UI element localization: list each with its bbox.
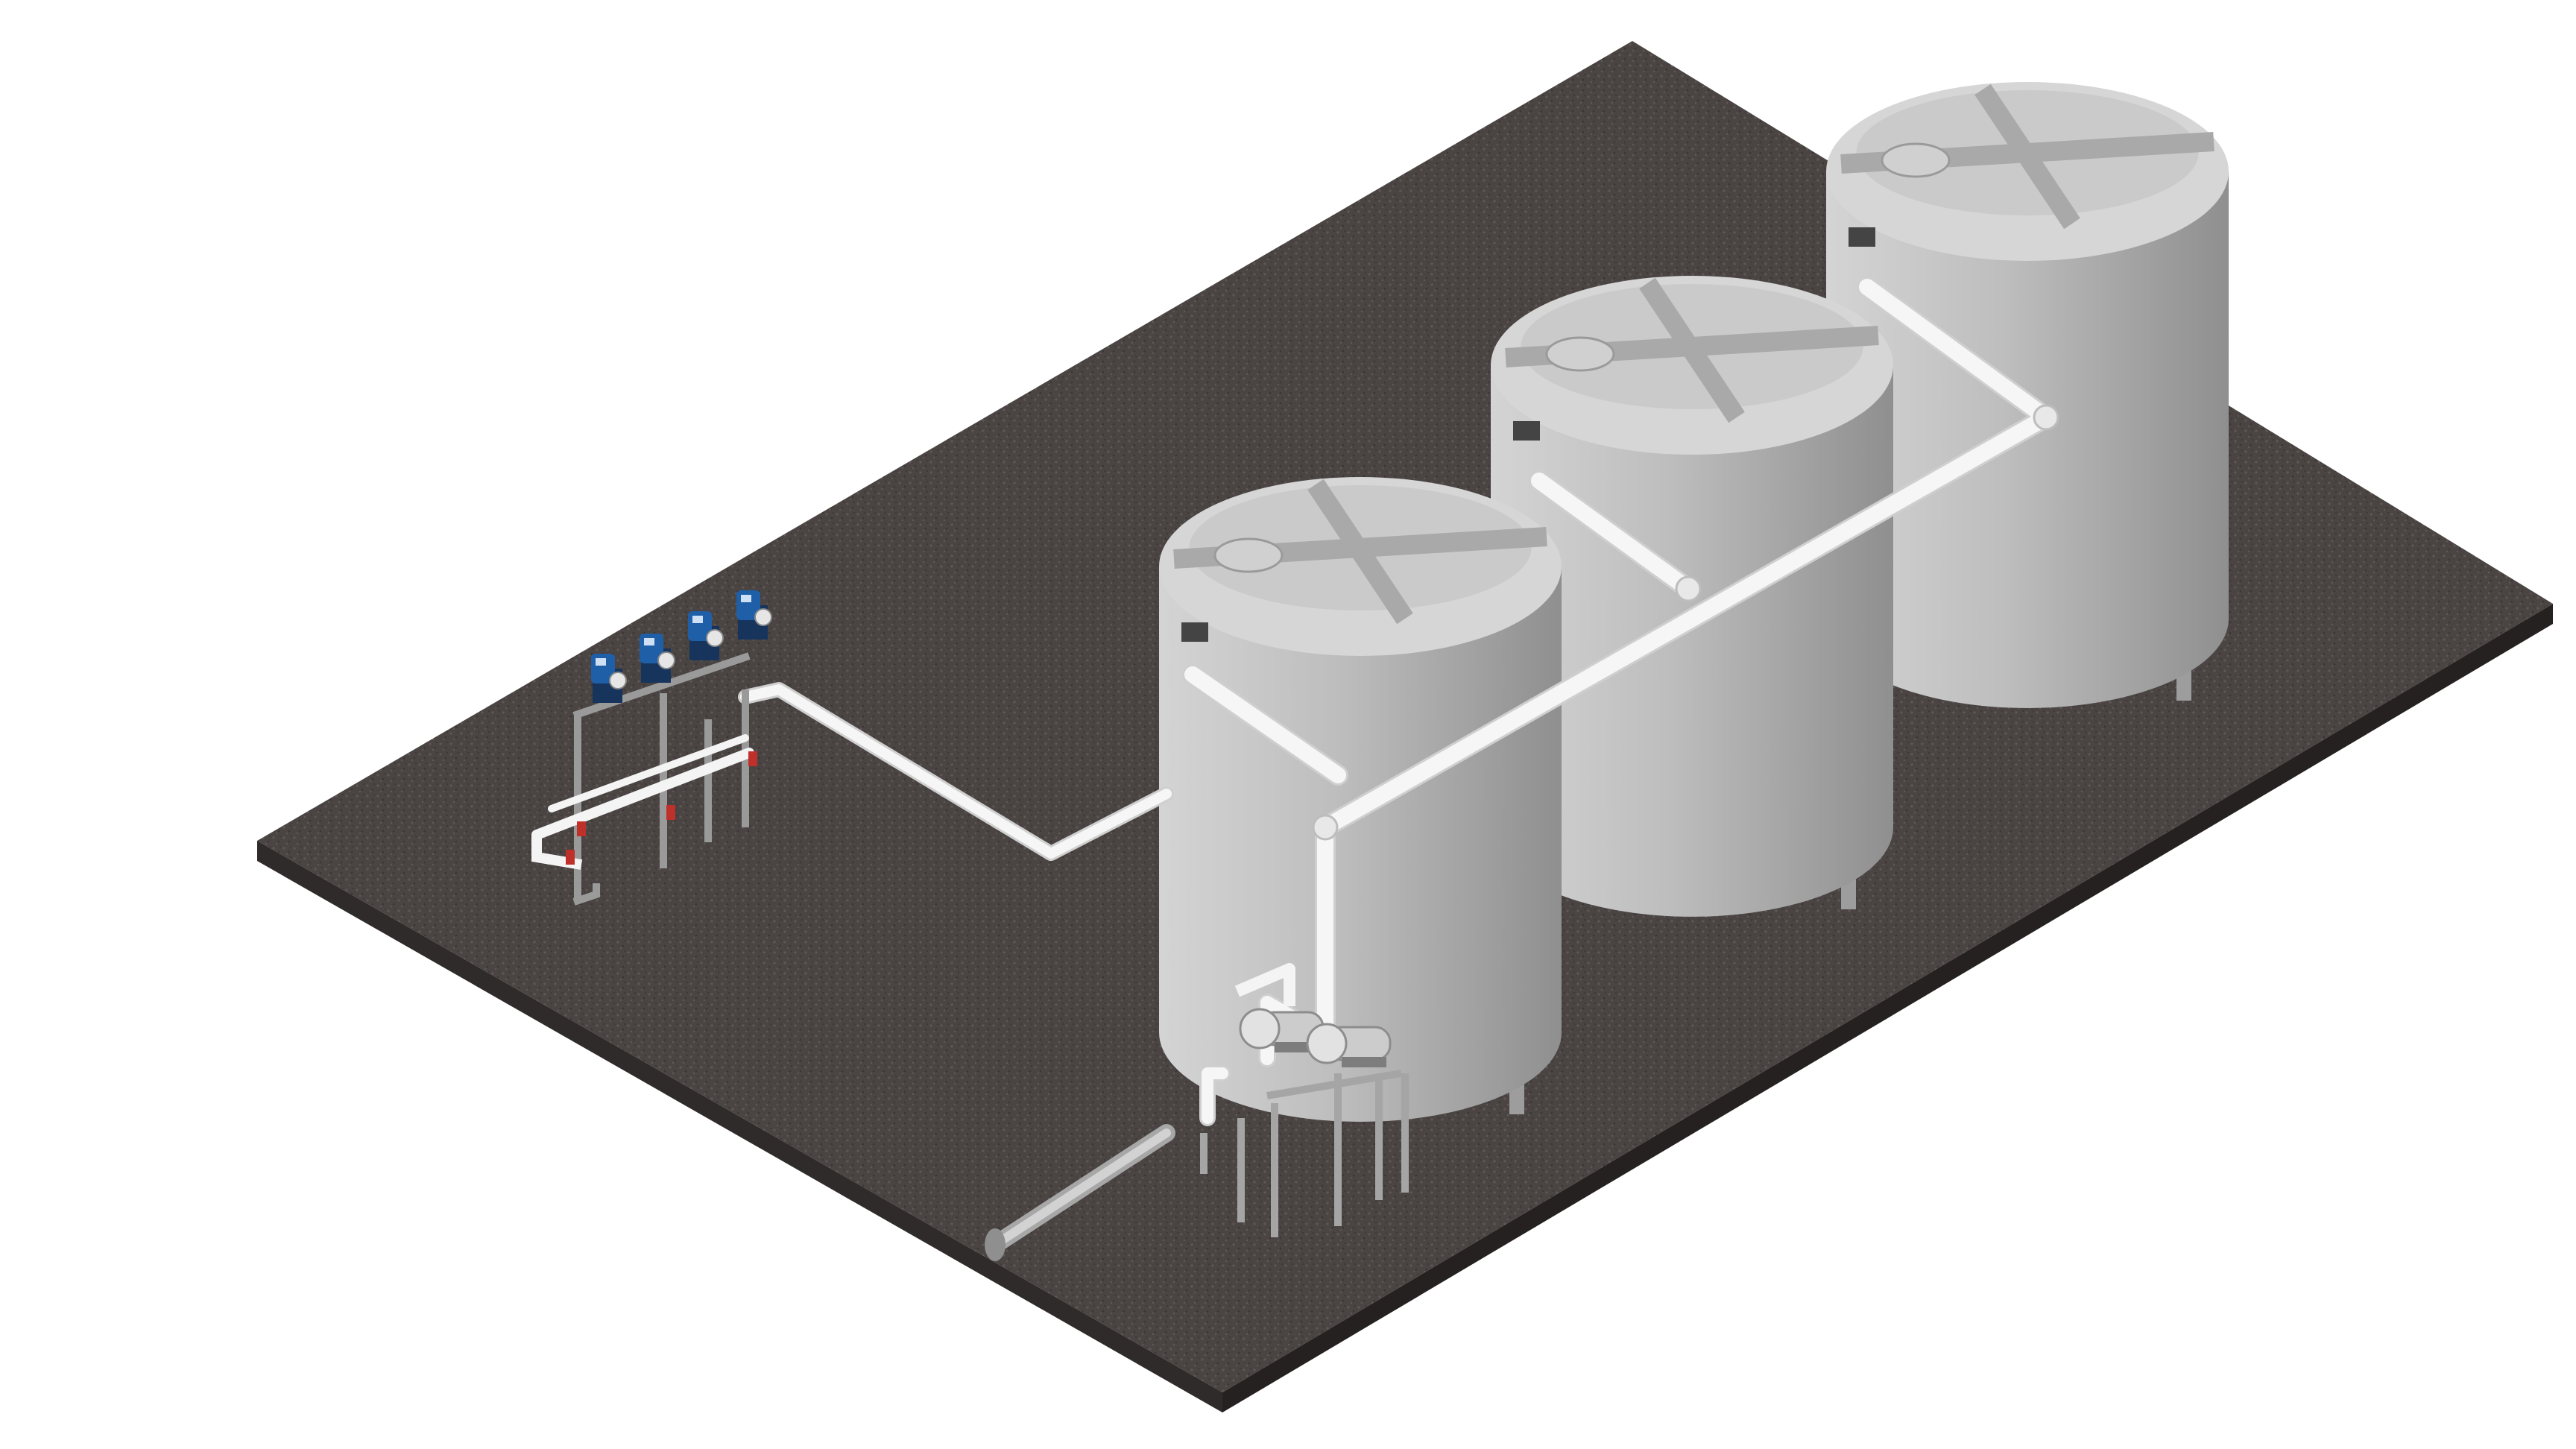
skid-rail — [1266, 1070, 1402, 1099]
tank-nozzle — [1181, 622, 1208, 642]
skid-leg — [1375, 1077, 1383, 1200]
metering-pump-2 — [640, 634, 675, 683]
storage-tanks — [1159, 82, 2229, 1122]
transfer-pump-base — [1342, 1057, 1386, 1067]
metering-pump-head — [706, 629, 724, 647]
skid-leg — [1334, 1073, 1342, 1226]
metering-pump-4 — [736, 590, 772, 640]
frame-foot — [572, 883, 600, 906]
discharge-riser — [1202, 1067, 1228, 1124]
metering-pump-station — [531, 590, 772, 906]
transfer-pump-2 — [1306, 1023, 1392, 1067]
valve-band — [748, 751, 757, 766]
tank-3-branch-pipe — [1184, 666, 1346, 783]
metering-manifold-lower — [531, 748, 754, 840]
metering-pump-display — [692, 616, 703, 623]
tank-manway — [1213, 537, 1284, 573]
tank-rib — [1639, 277, 1745, 423]
tank-nozzle — [1849, 227, 1875, 247]
transfer-pump-skid — [1200, 963, 1409, 1237]
main-header-pipe — [1317, 279, 2054, 1044]
pipe-tee-fitting — [2033, 404, 2059, 431]
metering-pump-head — [754, 608, 772, 626]
chemical-feed-line — [740, 684, 1172, 859]
skid-leg — [1200, 1133, 1208, 1174]
frame-post — [574, 712, 581, 902]
skid-leg — [1271, 1103, 1278, 1237]
tank-body — [1491, 365, 1893, 917]
valve-band — [666, 805, 675, 820]
slab-right-side — [1222, 604, 2553, 1412]
metering-pump-display — [644, 638, 654, 645]
valve-band — [566, 850, 575, 865]
frame-rail — [572, 652, 751, 719]
metering-pump-head — [609, 672, 627, 689]
tank-2-branch-pipe — [1531, 473, 1696, 597]
slab-left-side — [257, 841, 1222, 1412]
tank-rib — [1307, 479, 1413, 625]
transfer-pump-volute — [1239, 1008, 1281, 1049]
metering-pump-head — [657, 651, 675, 669]
tank-nozzle — [1513, 421, 1540, 441]
metering-pump-display — [596, 658, 606, 666]
tank-rib — [1974, 83, 2080, 230]
pipe-tee-fitting — [1312, 814, 1339, 841]
metering-pump-3 — [688, 611, 724, 660]
tank-manway — [1545, 336, 1615, 372]
pipe-tee-fitting — [1675, 575, 1702, 602]
pump-discharge-manifold — [1234, 963, 1295, 1006]
metering-pump-1 — [591, 654, 627, 703]
skid-leg — [1237, 1118, 1245, 1222]
valve-band — [577, 821, 586, 836]
tank-manway — [1881, 142, 1951, 178]
transfer-pump-volute — [1306, 1023, 1348, 1064]
skid-leg — [1401, 1073, 1409, 1193]
metering-pump-display — [741, 595, 751, 602]
metering-manifold-upper — [548, 734, 749, 812]
discharge-pipe-highlight — [991, 1128, 1171, 1249]
discharge-pipe-end — [985, 1228, 1006, 1261]
frame-post — [704, 719, 712, 842]
